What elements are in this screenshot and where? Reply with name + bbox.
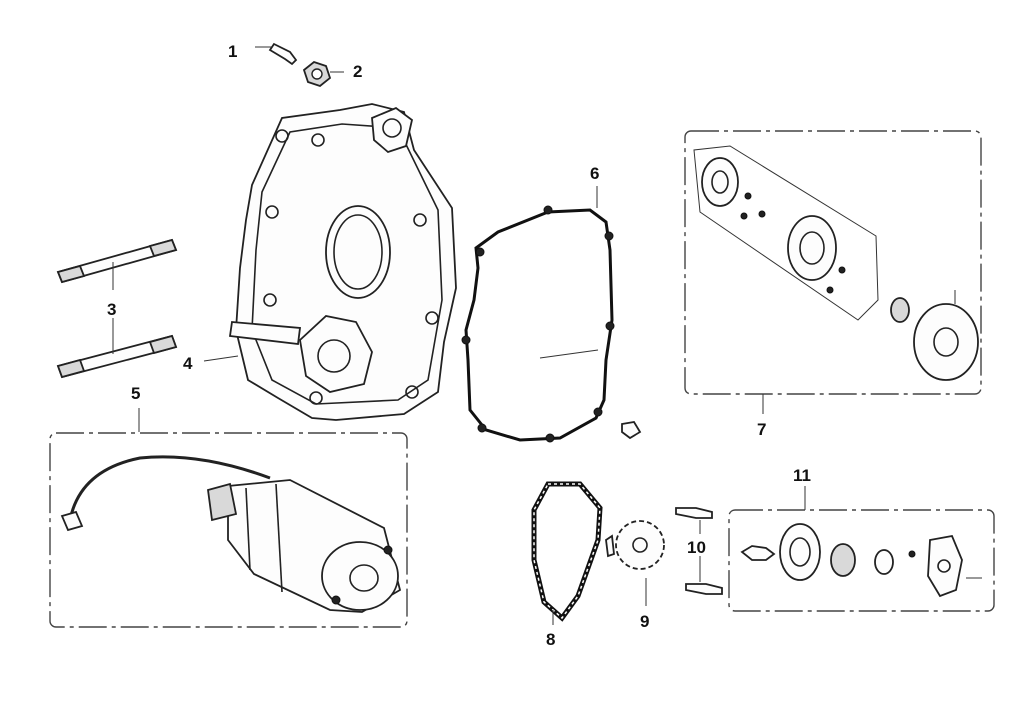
- starter-motor-icon: [49, 408, 408, 628]
- stud-icon: [56, 238, 178, 379]
- pump-kit-icon: [728, 486, 995, 612]
- callout-5: 5: [131, 384, 140, 403]
- callout-4: 4: [183, 354, 193, 373]
- callout-7: 7: [757, 420, 766, 439]
- nut-icon: [302, 60, 344, 88]
- callout-8: 8: [546, 630, 555, 649]
- oil-pump-assembly-icon: [684, 130, 982, 414]
- gasket-icon: [461, 186, 642, 443]
- sprocket-icon: [605, 520, 665, 606]
- callout-6: 6: [590, 164, 599, 183]
- bolt-icon: [255, 42, 298, 66]
- crankcase-cover-icon: [203, 103, 457, 421]
- callout-11: 11: [793, 466, 811, 485]
- callout-2: 2: [353, 62, 362, 81]
- callout-9: 9: [640, 612, 649, 631]
- chain-icon: [531, 481, 603, 625]
- callout-3: 3: [107, 300, 116, 319]
- callout-10: 10: [687, 538, 706, 557]
- callout-1: 1: [228, 42, 237, 61]
- screw-icon: [675, 507, 723, 595]
